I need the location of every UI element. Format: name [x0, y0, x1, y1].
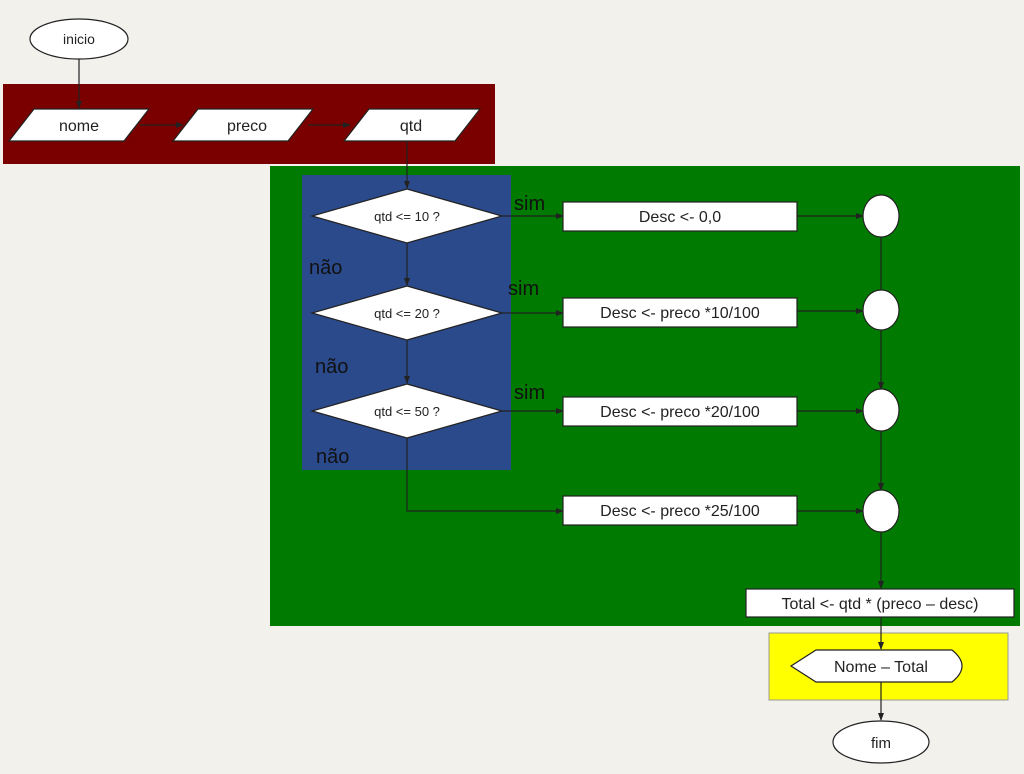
no-label-3: não [316, 446, 349, 468]
decision-3-label: qtd <= 50 ? [374, 404, 440, 419]
end-terminal [832, 720, 930, 764]
yes-label-2: sim [508, 278, 539, 300]
process-desc-20 [562, 396, 798, 427]
process-desc-25-label: Desc <- preco *25/100 [600, 503, 760, 520]
junction-4 [862, 489, 900, 533]
process-total [745, 588, 1015, 618]
junction-3 [862, 388, 900, 432]
process-desc-10 [562, 297, 798, 328]
input-preco [171, 108, 315, 142]
process-desc-20-label: Desc <- preco *20/100 [600, 404, 760, 421]
process-desc-25 [562, 495, 798, 526]
input-nome-label: nome [59, 118, 99, 135]
arrow-d3-no-to-p4 [406, 438, 564, 514]
input-preco-label: preco [227, 118, 267, 135]
start-terminal [29, 18, 129, 60]
decision-1 [309, 188, 505, 244]
connectors [76, 57, 884, 721]
decision-3 [309, 383, 505, 439]
decision-2 [309, 285, 505, 341]
output-display-label: Nome – Total [834, 659, 928, 676]
junction-1 [862, 194, 900, 238]
input-nome [7, 108, 151, 142]
process-total-label: Total <- qtd * (preco – desc) [782, 596, 979, 613]
no-label-1: não [309, 257, 342, 279]
process-desc-0-label: Desc <- 0,0 [639, 209, 721, 226]
output-display [789, 649, 963, 683]
decision-2-label: qtd <= 20 ? [374, 306, 440, 321]
yes-label-3: sim [514, 382, 545, 404]
start-label: inicio [63, 31, 95, 47]
yes-label-1: sim [514, 193, 545, 215]
process-desc-10-label: Desc <- preco *10/100 [600, 305, 760, 322]
input-qtd [342, 108, 482, 142]
no-label-2: não [315, 356, 348, 378]
input-qtd-label: qtd [400, 118, 422, 135]
decision-1-label: qtd <= 10 ? [374, 209, 440, 224]
junction-2 [862, 289, 900, 331]
end-label: fim [871, 735, 891, 752]
process-desc-0 [562, 201, 798, 232]
